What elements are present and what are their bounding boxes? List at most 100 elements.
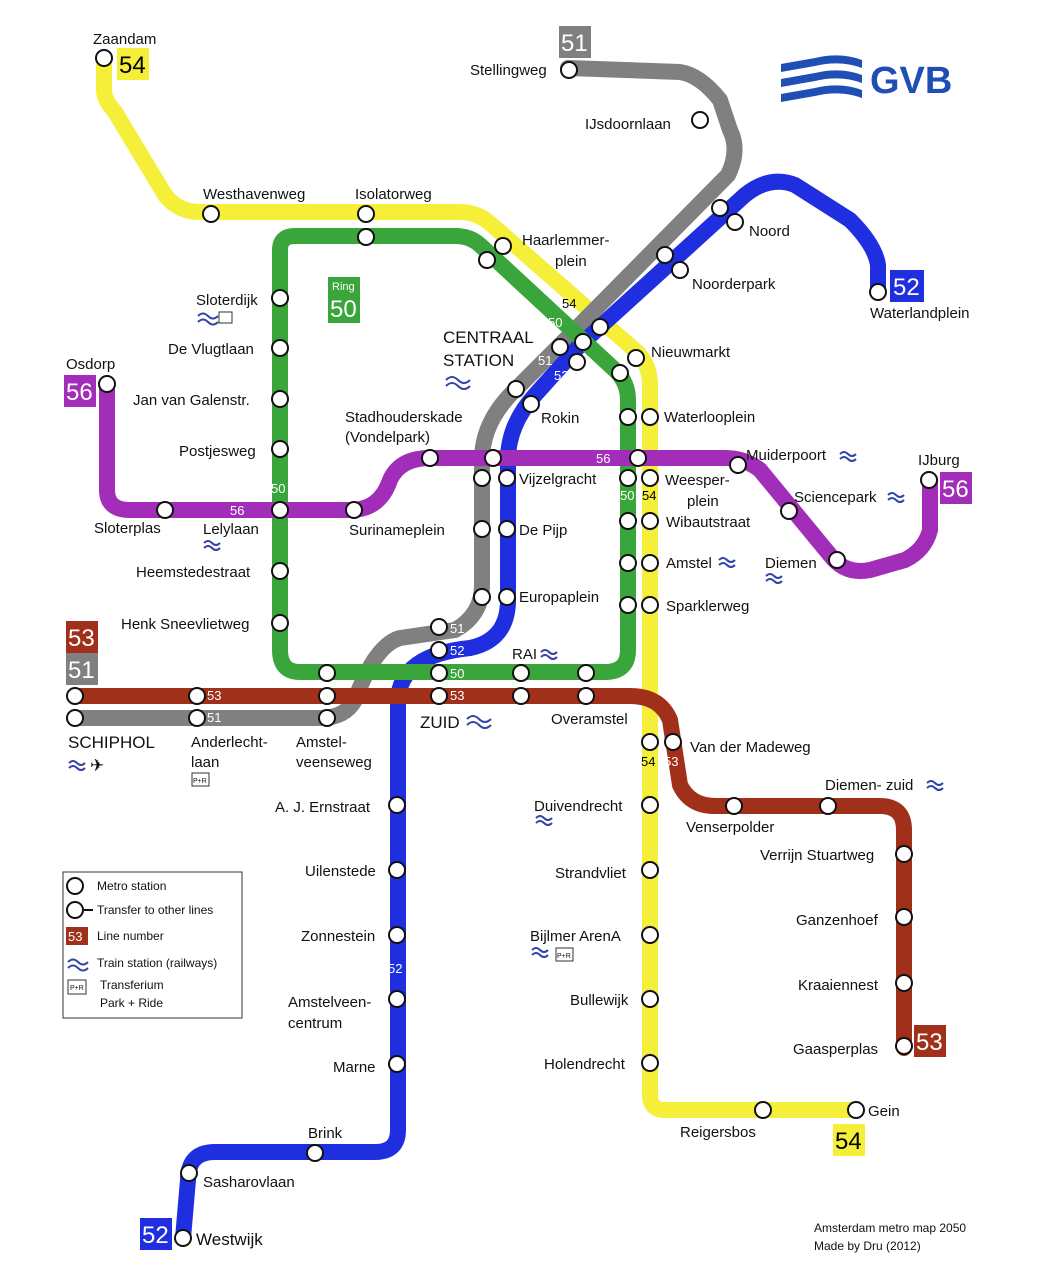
station-noorderpark-52[interactable]	[671, 261, 689, 279]
station-vijzelgracht-a[interactable]	[473, 469, 491, 487]
station-centraal-c[interactable]	[551, 338, 569, 356]
station-schiphol-53[interactable]	[66, 687, 84, 705]
station-europaplein-a[interactable]	[473, 588, 491, 606]
station-weesperplein-b[interactable]	[641, 469, 659, 487]
legend: Metro station Transfer to other lines 53…	[62, 871, 243, 1019]
station-duivendrecht[interactable]	[641, 796, 659, 814]
station-holendrecht[interactable]	[641, 1054, 659, 1072]
station-osdorp[interactable]	[98, 375, 116, 393]
station-vijzelgracht-b[interactable]	[498, 469, 516, 487]
station-anderlechtlaan-53[interactable]	[188, 687, 206, 705]
station-nieuwmarkt-ring[interactable]	[611, 364, 629, 382]
station-ganzenhoef[interactable]	[895, 908, 913, 926]
station-westhavenweg[interactable]	[202, 205, 220, 223]
station-amstel-b[interactable]	[641, 554, 659, 572]
station-noord[interactable]	[711, 199, 729, 217]
label-haarlemmerplein-1: Haarlemmer-	[522, 232, 610, 249]
station-waterlooplein-b[interactable]	[641, 408, 659, 426]
station-zonnestein[interactable]	[388, 926, 406, 944]
station-sparklerweg-a[interactable]	[619, 596, 637, 614]
station-a-j-ernstraat[interactable]	[388, 796, 406, 814]
station-diemen[interactable]	[828, 551, 846, 569]
station-haarlemmerplein-ring[interactable]	[494, 237, 512, 255]
badge-51-stellingweg-text: 51	[561, 30, 588, 57]
station-waterlooplein-a[interactable]	[619, 408, 637, 426]
station-zuid-50[interactable]	[430, 664, 448, 682]
station-haarlemmerplein[interactable]	[478, 251, 496, 269]
station-uilenstede[interactable]	[388, 861, 406, 879]
station-weesperplein-a[interactable]	[619, 469, 637, 487]
station-verrijn-stuartweg[interactable]	[895, 845, 913, 863]
station-sloterplas[interactable]	[156, 501, 174, 519]
station-gein[interactable]	[847, 1101, 865, 1119]
station-marne[interactable]	[388, 1055, 406, 1073]
station-waterlandplein[interactable]	[869, 283, 887, 301]
station-weesperplein-56[interactable]	[629, 449, 647, 467]
station-henk-sneevlietweg[interactable]	[271, 614, 289, 632]
station-noord-52[interactable]	[726, 213, 744, 231]
station-stellingweg[interactable]	[560, 61, 578, 79]
station-zuid-53[interactable]	[430, 687, 448, 705]
station-amstelveenseweg-51[interactable]	[318, 709, 336, 727]
station-wibautstraat-b[interactable]	[641, 512, 659, 530]
station-schiphol-51[interactable]	[66, 709, 84, 727]
station-sasharovlaan[interactable]	[180, 1164, 198, 1182]
station-nieuwmarkt[interactable]	[627, 349, 645, 367]
station-reigersbos[interactable]	[754, 1101, 772, 1119]
station-zuid-51[interactable]	[430, 618, 448, 636]
station-bullewijk[interactable]	[641, 990, 659, 1008]
station-de-vlugtlaan[interactable]	[271, 339, 289, 357]
station-brink[interactable]	[306, 1144, 324, 1162]
station-diemen-zuid[interactable]	[819, 797, 837, 815]
station-de-pijp-b[interactable]	[498, 520, 516, 538]
station-surinameplein[interactable]	[345, 501, 363, 519]
label-noorderpark: Noorderpark	[692, 276, 776, 293]
station-isolatorweg-ring[interactable]	[357, 228, 375, 246]
station-wibautstraat-a[interactable]	[619, 512, 637, 530]
station-noorderpark[interactable]	[656, 246, 674, 264]
station-centraal-a[interactable]	[591, 318, 609, 336]
badge-50-ring-text: 50	[330, 296, 357, 323]
station-stadhouderskade[interactable]	[421, 449, 439, 467]
station-europaplein-b[interactable]	[498, 588, 516, 606]
station-anderlechtlaan-51[interactable]	[188, 709, 206, 727]
station-westwijk[interactable]	[174, 1229, 192, 1247]
station-de-pijp-a[interactable]	[473, 520, 491, 538]
station-zaandam[interactable]	[95, 49, 113, 67]
station-sparklerweg-b[interactable]	[641, 596, 659, 614]
station-vijzelgracht-56[interactable]	[484, 449, 502, 467]
station-overamstel-53[interactable]	[577, 687, 595, 705]
station-bijlmer-arena[interactable]	[641, 926, 659, 944]
station-amstelveenseweg-53[interactable]	[318, 687, 336, 705]
station-ijburg[interactable]	[920, 471, 938, 489]
station-isolatorweg[interactable]	[357, 205, 375, 223]
station-rai-50[interactable]	[512, 664, 530, 682]
station-strandvliet[interactable]	[641, 861, 659, 879]
inline-53-anderlecht: 53	[207, 688, 221, 703]
station-heemstedestraat[interactable]	[271, 562, 289, 580]
station-gaasperplas[interactable]	[895, 1037, 913, 1055]
legend-box	[62, 871, 243, 1019]
station-rokin-52[interactable]	[522, 395, 540, 413]
station-centraal-b[interactable]	[574, 333, 592, 351]
station-van-der-madeweg-a[interactable]	[641, 733, 659, 751]
station-sloterdijk[interactable]	[271, 289, 289, 307]
station-venserpolder[interactable]	[725, 797, 743, 815]
station-zuid-52[interactable]	[430, 641, 448, 659]
station-lelylaan[interactable]	[271, 501, 289, 519]
station-postjesweg[interactable]	[271, 440, 289, 458]
legend-metro-station-icon	[66, 877, 84, 895]
station-kraaiennest[interactable]	[895, 974, 913, 992]
station-van-der-madeweg-b[interactable]	[664, 733, 682, 751]
station-ijsdoornlaan[interactable]	[691, 111, 709, 129]
station-muiderpoort[interactable]	[729, 456, 747, 474]
station-amstel-a[interactable]	[619, 554, 637, 572]
station-centraal-d[interactable]	[568, 353, 586, 371]
station-overamstel-50[interactable]	[577, 664, 595, 682]
station-rai-53[interactable]	[512, 687, 530, 705]
station-jan-van-galenstr[interactable]	[271, 390, 289, 408]
station-amstelveen-centrum[interactable]	[388, 990, 406, 1008]
station-rokin[interactable]	[507, 380, 525, 398]
station-amstelveenseweg-50[interactable]	[318, 664, 336, 682]
station-sciencepark[interactable]	[780, 502, 798, 520]
